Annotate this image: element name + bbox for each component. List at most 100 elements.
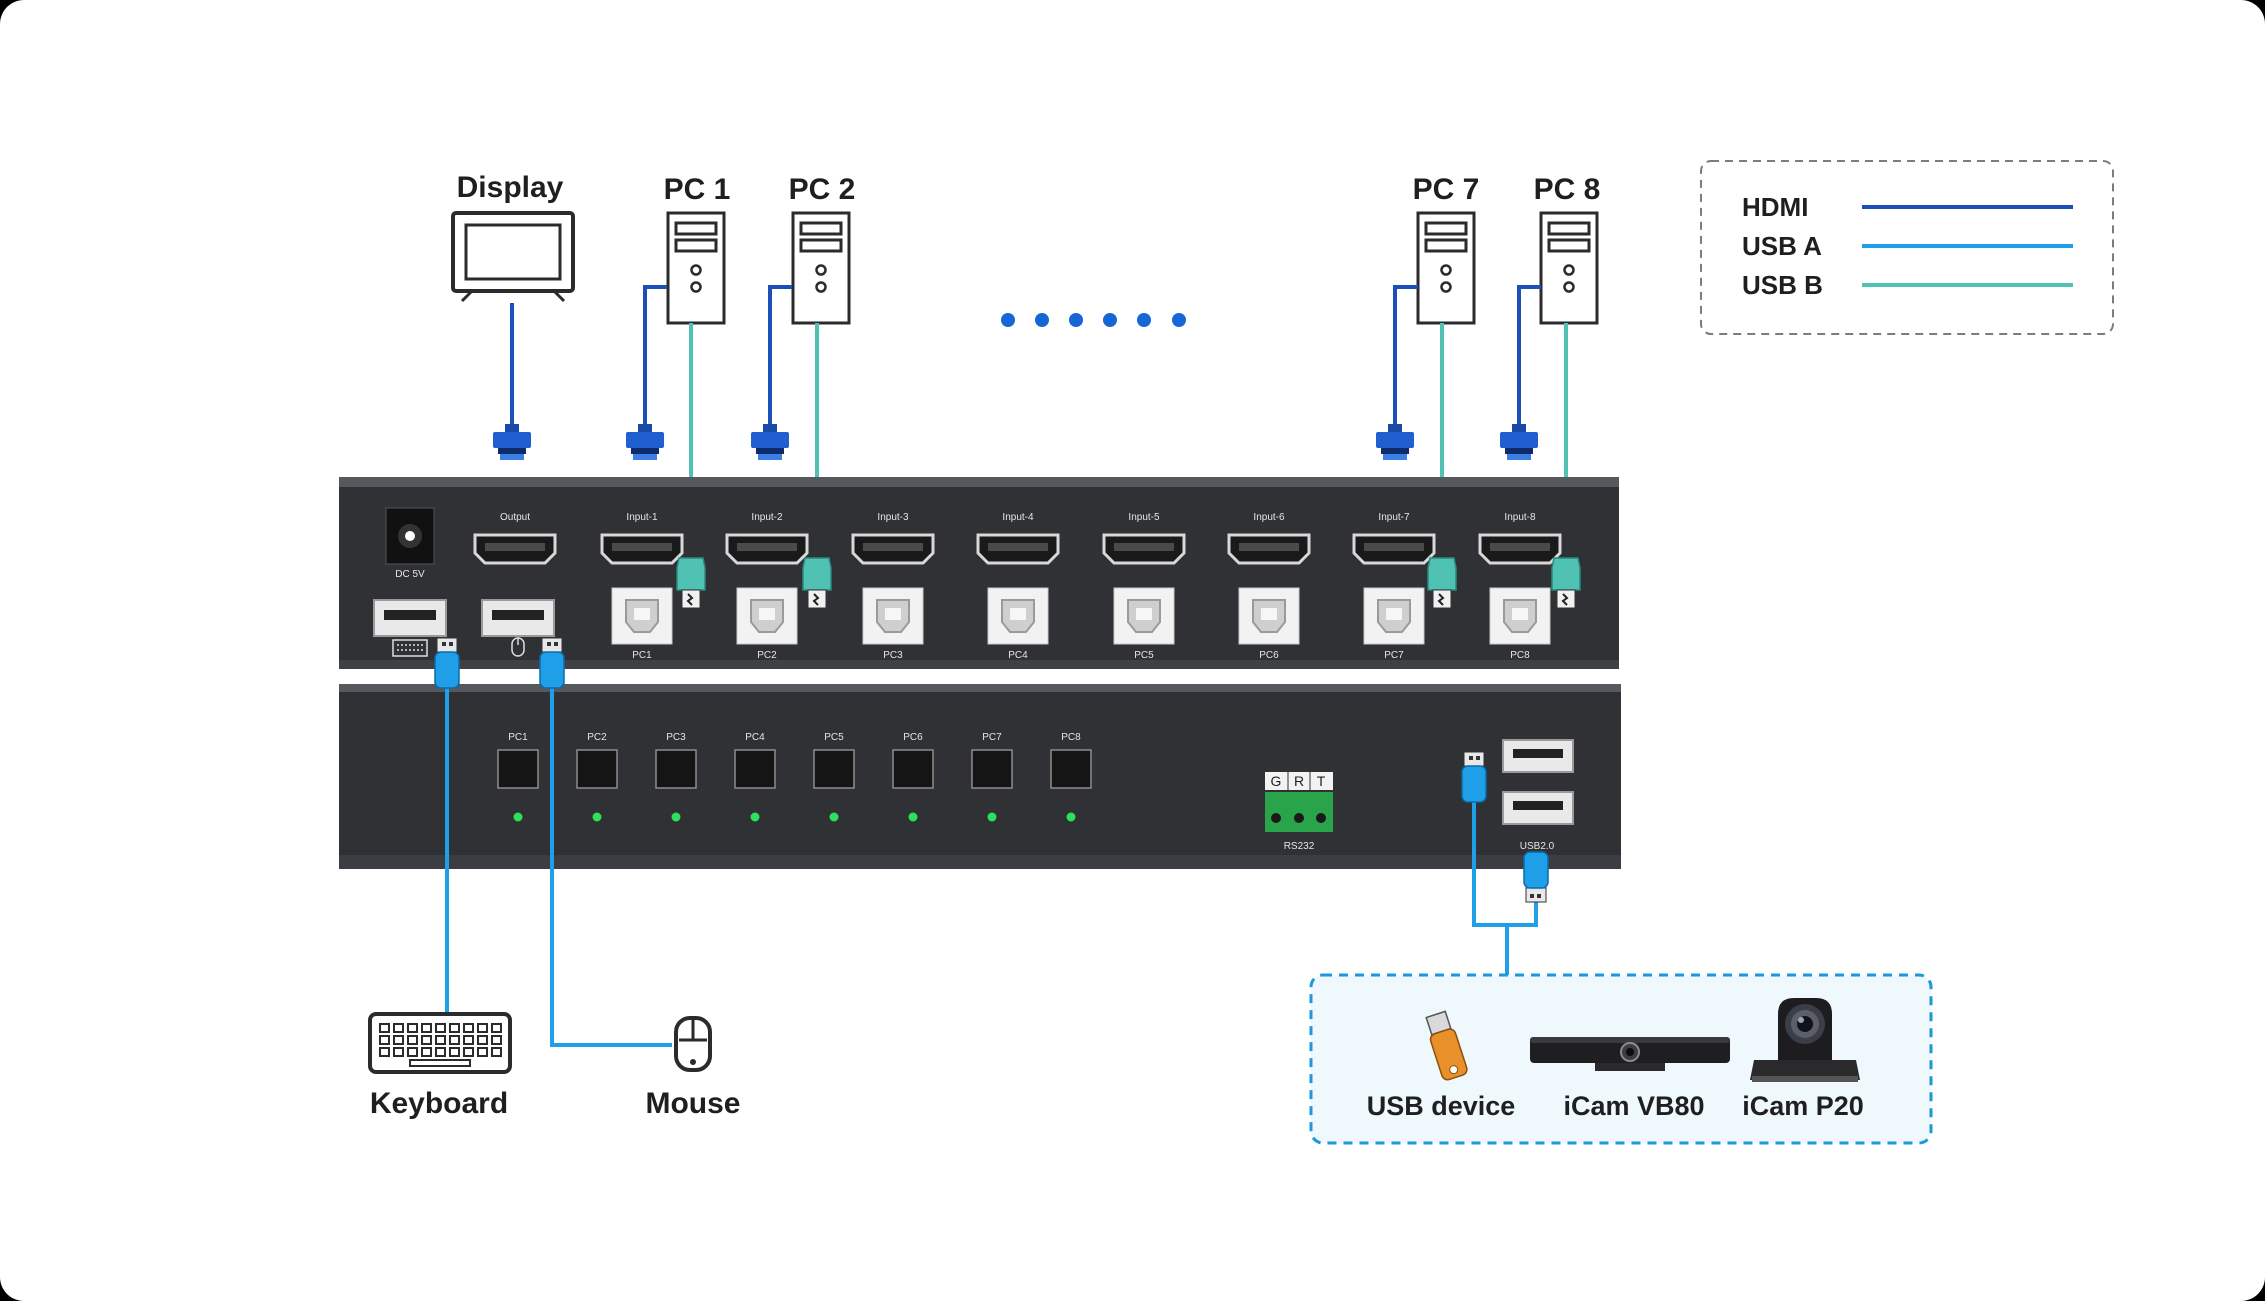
usb-stick-icon: [1425, 1010, 1468, 1081]
usb-b-port-label: PC1: [632, 650, 652, 661]
hdmi-input-port: [725, 533, 809, 565]
legend-label-usb-b: USB B: [1742, 270, 1823, 300]
input-label: Input-6: [1253, 512, 1285, 523]
input-label: Input-3: [877, 512, 909, 523]
rs232-label: RS232: [1284, 841, 1315, 852]
icam-p20-label: iCam P20: [1742, 1091, 1864, 1121]
hdmi-input-port: [600, 533, 684, 565]
pc-select-button[interactable]: [1050, 749, 1092, 789]
mouse-icon: [674, 1016, 712, 1072]
usb-b-port-label: PC5: [1134, 650, 1154, 661]
usb-a-plug-icon: [1523, 851, 1549, 903]
pc-tower-icon: [666, 211, 726, 325]
usb-b-port-label: PC2: [757, 650, 777, 661]
bottom-cables: [445, 686, 1538, 1047]
input-label: Input-7: [1378, 512, 1410, 523]
rs232-pin-g: G: [1271, 773, 1282, 789]
pc-select-button[interactable]: [813, 749, 855, 789]
pc-status-led: [908, 812, 918, 822]
pc-select-button-label: PC3: [666, 732, 686, 743]
input-label: Input-8: [1504, 512, 1536, 523]
hdmi-input-port: [851, 533, 935, 565]
pc-select-button[interactable]: [971, 749, 1013, 789]
usb-device-group: USB device iCam VB80 iCam P20: [1309, 973, 1933, 1145]
mouse-label: Mouse: [645, 1087, 740, 1120]
kvm-front-panel: PC1 PC2 PC3 PC4 PC5 PC6 PC7 PC8 G R T RS232 USB…: [339, 684, 1621, 869]
usb-a-keyboard-port: [373, 599, 447, 637]
usb-b-port: [987, 587, 1049, 645]
usb-b-port: [1363, 587, 1425, 645]
pc-status-led: [671, 812, 681, 822]
keyboard-icon: [368, 1012, 512, 1074]
pc-select-button-label: PC1: [508, 732, 528, 743]
legend: HDMI USB A USB B: [1700, 160, 2114, 335]
mouse-icon: [511, 637, 525, 657]
ptz-camera-icon: [1750, 998, 1860, 1082]
usb-b-port-label: PC7: [1384, 650, 1404, 661]
pc7-label: PC 7: [1413, 173, 1480, 206]
pc8-label: PC 8: [1534, 173, 1601, 206]
pc-status-led: [513, 812, 523, 822]
dc-5v-label: DC 5V: [395, 569, 425, 580]
hdmi-input-port: [1352, 533, 1436, 565]
pc-status-led: [750, 812, 760, 822]
hdmi-input-port: [1227, 533, 1311, 565]
pc1-label: PC 1: [664, 173, 731, 206]
usb-b-port-label: PC3: [883, 650, 903, 661]
pc-select-button-label: PC8: [1061, 732, 1081, 743]
usb-a-plug-icon: [434, 637, 460, 689]
output-port-label: Output: [500, 512, 530, 523]
hdmi-output-port: [473, 533, 557, 565]
usb2-port-bottom: [1502, 791, 1574, 825]
pc-status-led: [592, 812, 602, 822]
usb-b-port: [862, 587, 924, 645]
rs232-terminal: G R T: [1265, 772, 1333, 832]
pc-select-button[interactable]: [576, 749, 618, 789]
input-label: Input-1: [626, 512, 658, 523]
pc-select-button[interactable]: [497, 749, 539, 789]
hdmi-input-port: [1478, 533, 1562, 565]
pc-status-led: [987, 812, 997, 822]
pc-select-button-label: PC6: [903, 732, 923, 743]
input-label: Input-2: [751, 512, 783, 523]
pc-tower-icon: [791, 211, 851, 325]
usb-a-mouse-port: [481, 599, 555, 637]
pc-select-button[interactable]: [734, 749, 776, 789]
kvm-rear-panel: DC 5V Output Input-1 Input-2 Input-3 Inp…: [339, 477, 1619, 669]
pc-select-button-label: PC5: [824, 732, 844, 743]
legend-label-usb-a: USB A: [1742, 231, 1822, 261]
keyboard-label: Keyboard: [370, 1087, 508, 1120]
pc-select-button-label: PC2: [587, 732, 607, 743]
usb2-label: USB2.0: [1520, 841, 1555, 852]
pc-select-button[interactable]: [655, 749, 697, 789]
input-label: Input-5: [1128, 512, 1160, 523]
rs232-pin-r: R: [1294, 773, 1304, 789]
pc-select-button-label: PC4: [745, 732, 765, 743]
usb-b-port: [1113, 587, 1175, 645]
dc-power-jack: [385, 507, 435, 565]
rs232-pin-t: T: [1317, 773, 1326, 789]
hdmi-input-port: [976, 533, 1060, 565]
pc2-label: PC 2: [789, 173, 856, 206]
pc-select-button[interactable]: [892, 749, 934, 789]
pc-status-led: [829, 812, 839, 822]
monitor-icon: [451, 211, 575, 303]
hdmi-input-port: [1102, 533, 1186, 565]
pc-status-led: [1066, 812, 1076, 822]
soundbar-camera-icon: [1530, 1037, 1730, 1071]
usb-a-plug-icon: [1461, 751, 1487, 803]
keyboard-icon: [392, 639, 428, 657]
usb-b-port: [1238, 587, 1300, 645]
ellipsis-icon: [1001, 313, 1186, 327]
usb-b-port: [1489, 587, 1551, 645]
icam-vb80-label: iCam VB80: [1563, 1091, 1704, 1121]
usb-b-port-label: PC8: [1510, 650, 1530, 661]
pc-select-button-label: PC7: [982, 732, 1002, 743]
pc-tower-icon: [1539, 211, 1599, 325]
input-label: Input-4: [1002, 512, 1034, 523]
usb-b-port: [611, 587, 673, 645]
display-label: Display: [457, 171, 564, 204]
usb-a-plug-icon: [539, 637, 565, 689]
